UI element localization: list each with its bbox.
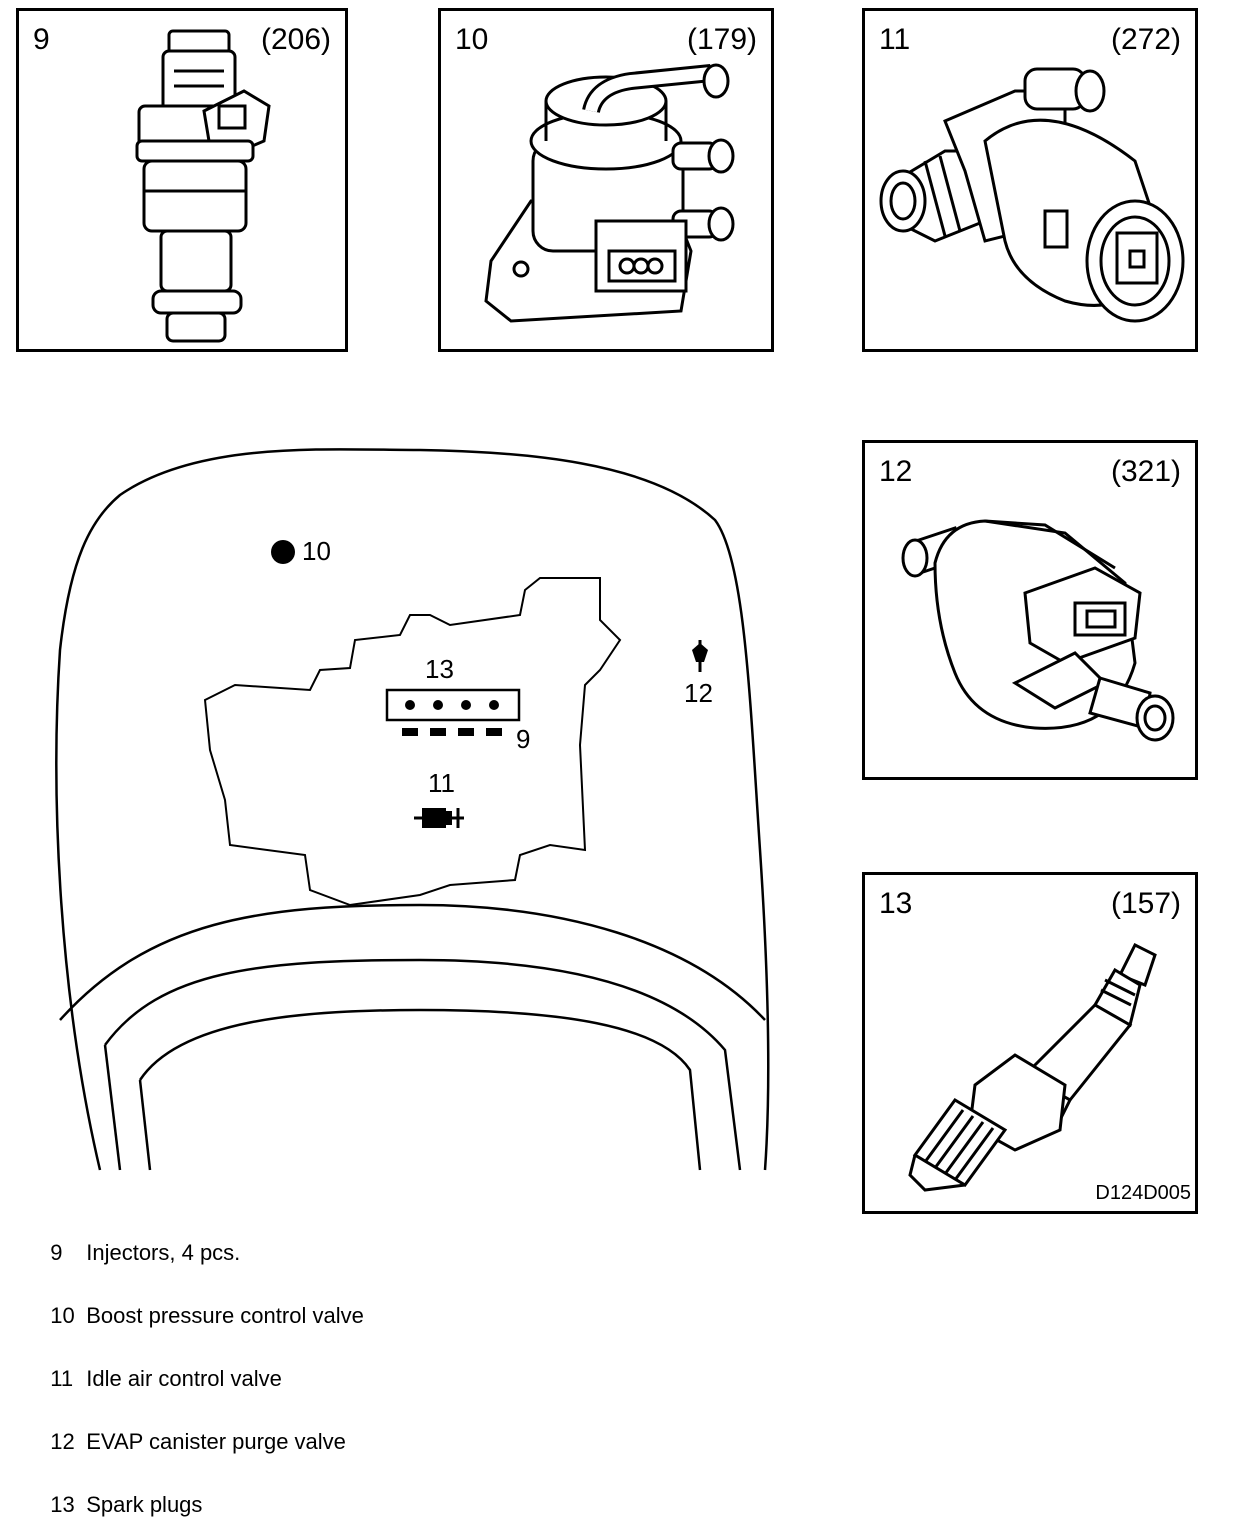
evap-valve-drawing bbox=[901, 519, 1175, 742]
spark-plug-1 bbox=[405, 700, 415, 710]
legend-item: 13 Spark plugs bbox=[38, 1466, 202, 1518]
legend-number: 9 bbox=[50, 1240, 63, 1265]
panel-reference: (179) bbox=[686, 23, 757, 56]
legend-number: 11 bbox=[50, 1366, 74, 1391]
legend-text: Idle air control valve bbox=[86, 1366, 282, 1391]
panel-number: 9 bbox=[33, 23, 50, 56]
spark-plug-4 bbox=[489, 700, 499, 710]
boost-valve-drawing bbox=[484, 63, 735, 323]
legend-item: 9 Injectors, 4 pcs. bbox=[38, 1214, 240, 1266]
injector-1 bbox=[402, 728, 418, 736]
injector-4 bbox=[486, 728, 502, 736]
panel-reference: (272) bbox=[1110, 23, 1181, 56]
panel-injector: 9 (206) bbox=[16, 8, 348, 352]
panel-boost-valve: 10 (179) bbox=[438, 8, 774, 352]
injector-2 bbox=[430, 728, 446, 736]
panel-spark-plug: 13 (157) D124D005 bbox=[862, 872, 1198, 1214]
legend-text: Injectors, 4 pcs. bbox=[86, 1240, 241, 1265]
legend-text: EVAP canister purge valve bbox=[86, 1429, 346, 1454]
legend-text: Boost pressure control valve bbox=[86, 1303, 364, 1328]
legend-item: 11 Idle air control valve bbox=[38, 1340, 282, 1392]
panel-evap-valve: 12 (321) bbox=[862, 440, 1198, 780]
boost-valve-marker bbox=[271, 540, 295, 564]
figure-code: D124D005 bbox=[1095, 1182, 1191, 1204]
panel-number: 11 bbox=[879, 23, 911, 56]
idle-valve-drawing bbox=[879, 67, 1185, 323]
spark-plug-drawing bbox=[908, 942, 1157, 1192]
injectors-label: 9 bbox=[516, 724, 530, 754]
panel-number: 10 bbox=[455, 23, 489, 56]
panel-reference: (321) bbox=[1110, 455, 1181, 488]
engine-bay-map: 10 13 9 11 12 bbox=[55, 448, 770, 1171]
legend-number: 13 bbox=[50, 1492, 75, 1517]
legend-item: 12 EVAP canister purge valve bbox=[38, 1403, 346, 1455]
windshield-inner bbox=[103, 958, 742, 1171]
engine-outline bbox=[203, 577, 622, 907]
spark-plug-2 bbox=[433, 700, 443, 710]
legend-number: 12 bbox=[50, 1429, 75, 1454]
panel-number: 13 bbox=[879, 887, 913, 920]
idle-valve-label: 11 bbox=[428, 768, 455, 798]
injector-3 bbox=[458, 728, 474, 736]
hood-outline bbox=[55, 448, 770, 1171]
panel-idle-valve: 11 (272) bbox=[862, 8, 1198, 352]
spark-plug-3 bbox=[461, 700, 471, 710]
panel-reference: (157) bbox=[1110, 887, 1181, 920]
panel-number: 12 bbox=[879, 455, 913, 488]
legend-text: Spark plugs bbox=[86, 1492, 203, 1517]
panel-reference: (206) bbox=[260, 23, 331, 56]
idle-valve-marker bbox=[414, 808, 464, 828]
evap-valve-marker bbox=[692, 640, 708, 672]
spark-plugs-label: 13 bbox=[425, 654, 454, 684]
windshield-outer bbox=[59, 903, 766, 1021]
evap-valve-label: 12 bbox=[684, 678, 713, 708]
legend-number: 10 bbox=[50, 1303, 75, 1328]
legend-item: 10 Boost pressure control valve bbox=[38, 1277, 364, 1329]
boost-valve-label: 10 bbox=[302, 536, 331, 566]
injector-drawing bbox=[135, 29, 271, 343]
